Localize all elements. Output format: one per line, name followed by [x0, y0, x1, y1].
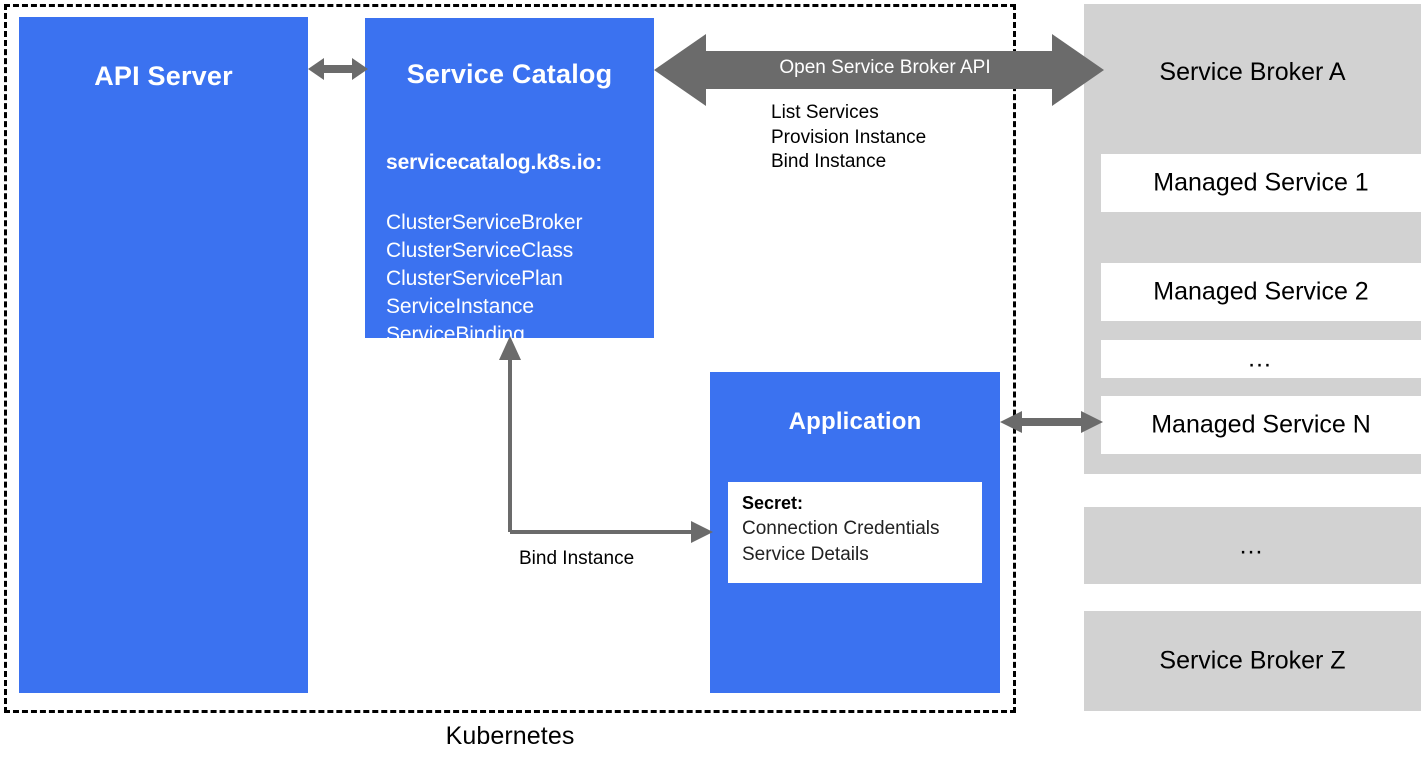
osb-operation-item: Provision Instance: [771, 126, 927, 148]
secret-content-list: Connection Credentials Service Details: [742, 516, 940, 568]
managed-service-ellipsis: …: [1101, 340, 1421, 378]
application-managed-service-arrow-icon: [1000, 411, 1103, 433]
managed-service-label: Managed Service 2: [1153, 277, 1369, 306]
resource-item: ServiceBinding: [386, 323, 525, 346]
application-title: Application: [788, 408, 922, 435]
secret-title: Secret:: [742, 493, 804, 513]
osb-operation-item: Bind Instance: [771, 151, 887, 172]
kubernetes-boundary-label: Kubernetes: [445, 722, 575, 750]
resource-item: ClusterServiceClass: [386, 239, 574, 262]
secret-line: Service Details: [742, 544, 869, 565]
broker-ellipsis-panel: …: [1084, 507, 1421, 584]
service-broker-a-panel: Service Broker A Managed Service 1 Manag…: [1084, 4, 1421, 474]
service-catalog-resource-list: ClusterServiceBroker ClusterServiceClass…: [386, 209, 583, 349]
bind-instance-arrow-icon: [499, 336, 713, 543]
api-server-box: API Server: [19, 17, 308, 693]
api-server-service-catalog-arrow-icon: [308, 58, 368, 80]
application-box: Application Secret: Connection Credentia…: [710, 372, 1000, 693]
osb-operations-list: List Services Provision Instance Bind In…: [771, 101, 926, 175]
resource-item: ClusterServicePlan: [386, 267, 563, 290]
service-catalog-box: Service Catalog servicecatalog.k8s.io: C…: [365, 18, 654, 346]
managed-service-label: …: [1247, 344, 1275, 373]
resource-item: ServiceInstance: [386, 295, 534, 318]
service-broker-z-panel: Service Broker Z: [1084, 611, 1421, 711]
api-server-title: API Server: [94, 61, 233, 91]
kubernetes-cluster-boundary: [4, 4, 1016, 713]
broker-ellipsis-label: …: [1238, 531, 1267, 559]
service-broker-z-title: Service Broker Z: [1159, 646, 1346, 675]
managed-service-item: Managed Service 1: [1101, 154, 1421, 212]
open-service-broker-api-arrow-icon: [654, 34, 1104, 106]
open-service-broker-api-label: Open Service Broker API: [779, 57, 991, 78]
service-catalog-api-group: servicecatalog.k8s.io:: [386, 151, 603, 174]
managed-service-label: Managed Service 1: [1153, 168, 1369, 197]
resource-item: ClusterServiceBroker: [386, 211, 583, 234]
service-broker-a-title: Service Broker A: [1159, 58, 1346, 86]
service-catalog-title: Service Catalog: [406, 59, 613, 89]
managed-service-label: Managed Service N: [1151, 410, 1371, 439]
managed-service-item: Managed Service 2: [1101, 263, 1421, 321]
managed-service-item: Managed Service N: [1101, 396, 1421, 454]
secret-line: Connection Credentials: [742, 518, 940, 539]
secret-box: Secret: Connection Credentials Service D…: [728, 482, 982, 583]
osb-operation-item: List Services: [771, 102, 879, 123]
bind-instance-label: Bind Instance: [519, 548, 635, 569]
